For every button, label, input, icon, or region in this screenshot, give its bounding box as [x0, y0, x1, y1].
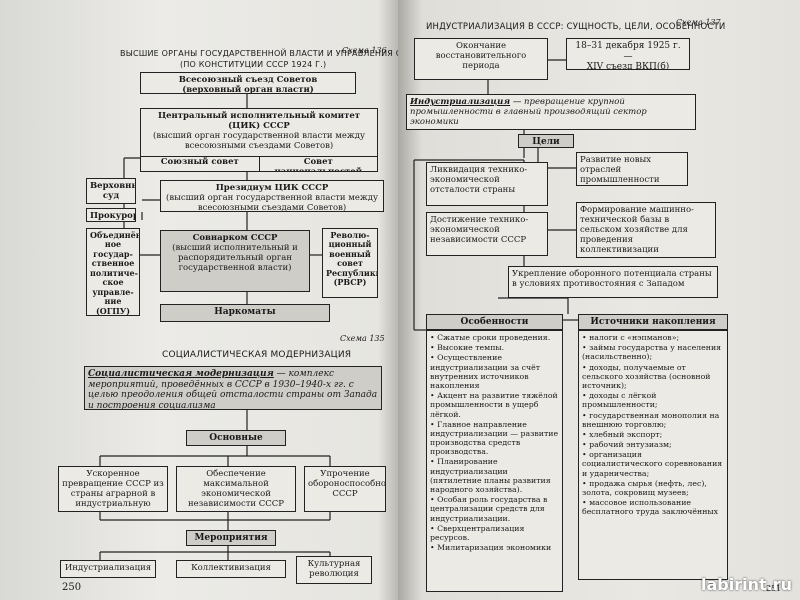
supreme-court-box: Верховный суд [86, 178, 136, 204]
source-item: • займы государства у населения (насильс… [582, 343, 722, 362]
watermark: labirint.ru [701, 575, 792, 594]
task-box-2: Обеспечение максимальной экономической н… [176, 466, 296, 512]
sources-list: • налоги с «нэпманов»;• займы государств… [582, 333, 724, 517]
narkomaty-box: Наркоматы [160, 304, 330, 322]
page-number-right: 251 [766, 584, 782, 593]
feature-item: • Акцент на развитие тяжёлой промышленно… [430, 391, 558, 419]
definition-box: Социалистическая модернизация — комплекс… [84, 366, 382, 410]
source-item: • рабочий энтузиазм; [582, 440, 672, 450]
goal-box-4: Формирование машинно-технической базы в … [576, 202, 716, 258]
scheme-135-label: Схема 135 [340, 334, 385, 343]
cik-title: Центральный исполнительный комитет (ЦИК)… [157, 111, 361, 132]
industrialization-term: Индустриализация [410, 97, 511, 107]
feature-item: • Планирование индустриализации (пятилет… [430, 457, 551, 494]
scheme-136-subtitle: (ПО КОНСТИТУЦИИ СССР 1924 г.) [180, 60, 327, 69]
source-item: • доходы, получаемые от сельского хозяйс… [582, 362, 711, 390]
sovnarkom-description: (высший исполнительный и распорядительны… [172, 243, 298, 274]
measure-cultural-revolution: Культурная революция [296, 556, 372, 584]
industrialization-definition-box: Индустриализация — превращение крупной п… [406, 94, 696, 130]
source-item: • организация социалистического соревнов… [582, 450, 723, 478]
presidium-title: Президиум ЦИК СССР [215, 183, 329, 193]
task-box-1: Ускоренное превращение СССР из страны аг… [58, 466, 168, 512]
features-header: Особенности [426, 314, 563, 330]
measure-collectivization: Коллективизация [176, 560, 286, 578]
goal-box-5: Укрепление оборонного потенциала страны … [508, 266, 718, 298]
task-box-3: Упрочение обороноспособности СССР [304, 466, 386, 512]
main-tasks-box: Основные задачи [186, 430, 286, 446]
ogpu-box: Объединён-ное государ-ственное политиче-… [86, 228, 140, 316]
goal-box-1: Ликвидация технико-экономической отстало… [426, 162, 548, 206]
feature-item: • Сверхцентрализация ресурсов. [430, 523, 525, 542]
page-number-left: 250 [62, 582, 82, 593]
source-item: • государственная монополия на внешнюю т… [582, 410, 720, 429]
sovnarkom-title: Совнарком СССР [192, 233, 278, 243]
feature-item: • Главное направление индустриализации —… [430, 419, 559, 457]
goal-box-3: Достижение технико-экономической независ… [426, 212, 548, 256]
source-item: • налоги с «нэпманов»; [582, 333, 680, 342]
source-item: • массовое использование бесплатного тру… [582, 498, 719, 517]
feature-item: • Особая роль государства в централизаци… [430, 495, 548, 523]
goal-box-2: Развитие новых отраслей промышленности [576, 152, 688, 186]
features-box: • Сжатые сроки проведения.• Высокие темп… [426, 330, 563, 592]
feature-item: • Сжатые сроки проведения. [430, 333, 551, 342]
sovnarkom-box: Совнарком СССР (высший исполнительный и … [160, 230, 310, 292]
congress-date-box: 18–31 декабря 1925 г. — XIV съезд ВКП(б) [566, 38, 690, 70]
congress-box: Всесоюзный съезд Советов (верховный орга… [140, 72, 356, 94]
source-item: • продажа сырья (нефть, лес), золота, со… [582, 478, 707, 497]
goals-box: Цели [518, 134, 574, 148]
union-council: Союзный совет [141, 157, 260, 171]
cik-description: (высший орган государственной власти меж… [153, 131, 365, 152]
feature-item: • Высокие темпы. [430, 343, 505, 353]
prosecutor-box: Прокурор [86, 208, 136, 222]
right-page: Схема 137 ИНДУСТРИАЛИЗАЦИЯ В СССР: СУЩНО… [398, 0, 800, 600]
scheme-136-label: Схема 136 [342, 46, 387, 55]
cik-chambers: Союзный совет Совет национальностей [141, 156, 377, 171]
source-item: • хлебный экспорт; [582, 429, 663, 439]
recovery-period-box: Окончание восстановительного периода [414, 38, 548, 80]
left-page: Схема 136 ВЫСШИЕ ОРГАНЫ ГОСУДАРСТВЕННОЙ … [0, 0, 398, 600]
scheme-137-title: ИНДУСТРИАЛИЗАЦИЯ В СССР: СУЩНОСТЬ, ЦЕЛИ,… [426, 22, 726, 32]
nationalities-council: Совет национальностей [274, 157, 362, 171]
scheme-136-title: ВЫСШИЕ ОРГАНЫ ГОСУДАРСТВЕННОЙ ВЛАСТИ И У… [120, 49, 398, 58]
presidium-box: Президиум ЦИК СССР (высший орган государ… [160, 180, 384, 212]
cik-box: Центральный исполнительный комитет (ЦИК)… [140, 108, 378, 172]
features-list: • Сжатые сроки проведения.• Высокие темп… [430, 333, 559, 552]
rvsr-box: Револю-ционный военный совет Республики … [322, 228, 378, 298]
definition-text: — комплекс мероприятий, проведённых в СС… [88, 369, 378, 410]
definition-term: Социалистическая модернизация [88, 369, 274, 379]
sources-header: Источники накопления [578, 314, 728, 330]
scheme-135-title: СОЦИАЛИСТИЧЕСКАЯ МОДЕРНИЗАЦИЯ [162, 350, 352, 360]
measure-industrialization: Индустриализация [60, 560, 156, 578]
feature-item: • Осуществление индустриализации за счёт… [430, 353, 541, 390]
source-item: • доходы с лёгкой промышленности; [582, 391, 658, 410]
sources-box: • налоги с «нэпманов»;• займы государств… [578, 330, 728, 580]
scheme-137-label: Схема 137 [676, 18, 721, 27]
industrialization-text: — превращение крупной промышленности в г… [410, 97, 647, 128]
measures-box: Мероприятия [186, 530, 276, 546]
presidium-description: (высший орган государственной власти меж… [166, 193, 378, 212]
feature-item: • Милитаризация экономики [430, 543, 552, 553]
